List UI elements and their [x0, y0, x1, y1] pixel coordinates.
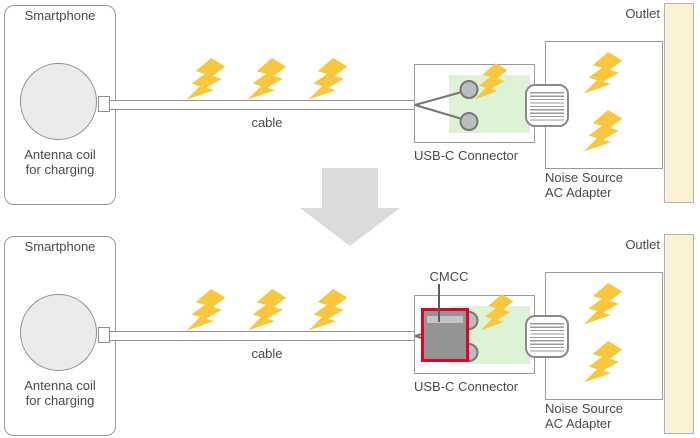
noise-source-label-line1: Noise Source [545, 401, 624, 416]
antenna-coil-label-line1: Antenna coil [24, 147, 96, 162]
connector-wiring [414, 80, 479, 131]
cmcc-component-terminal [427, 316, 463, 323]
down-arrow-icon [300, 168, 400, 246]
antenna-coil-label: Antenna coil for charging [4, 378, 116, 408]
cmcc-component [421, 308, 469, 362]
smartphone-label: Smartphone [24, 8, 96, 23]
coil-connector-nub [98, 327, 110, 343]
noise-source-label: Noise Source AC Adapter [545, 170, 675, 200]
coil-connector-nub [98, 96, 110, 112]
noise-source-label: Noise Source AC Adapter [545, 401, 675, 431]
antenna-coil-label-line2: for charging [25, 393, 95, 408]
antenna-coil [20, 63, 97, 140]
antenna-coil-label: Antenna coil for charging [4, 147, 116, 177]
outlet-bar [664, 3, 694, 203]
cable-label: cable [251, 115, 283, 130]
cable-label: cable [251, 346, 283, 361]
noise-source-label-line1: Noise Source [545, 170, 624, 185]
outlet-label: Outlet [625, 6, 660, 21]
cmcc-label: CMCC [429, 269, 469, 284]
plug-barrel [525, 84, 569, 127]
antenna-coil-label-line1: Antenna coil [24, 378, 96, 393]
antenna-coil [20, 294, 97, 371]
usbc-connector-label: USB-C Connector [414, 379, 519, 394]
section-before-cmcc: Smartphone Antenna coil for charging cab… [0, 0, 700, 207]
plug-barrel-stripes [530, 90, 564, 121]
outlet-label: Outlet [625, 237, 660, 252]
plug-barrel [525, 315, 569, 358]
cmcc-leader-line [438, 284, 440, 322]
outlet-bar [664, 234, 694, 434]
plug-barrel-stripes [530, 321, 564, 352]
noise-source-label-line2: AC Adapter [545, 185, 612, 200]
section-after-cmcc: Smartphone Antenna coil for charging cab… [0, 231, 700, 438]
smartphone-label: Smartphone [24, 239, 96, 254]
noise-source-label-line2: AC Adapter [545, 416, 612, 431]
antenna-coil-label-line2: for charging [25, 162, 95, 177]
usbc-connector-label: USB-C Connector [414, 148, 519, 163]
